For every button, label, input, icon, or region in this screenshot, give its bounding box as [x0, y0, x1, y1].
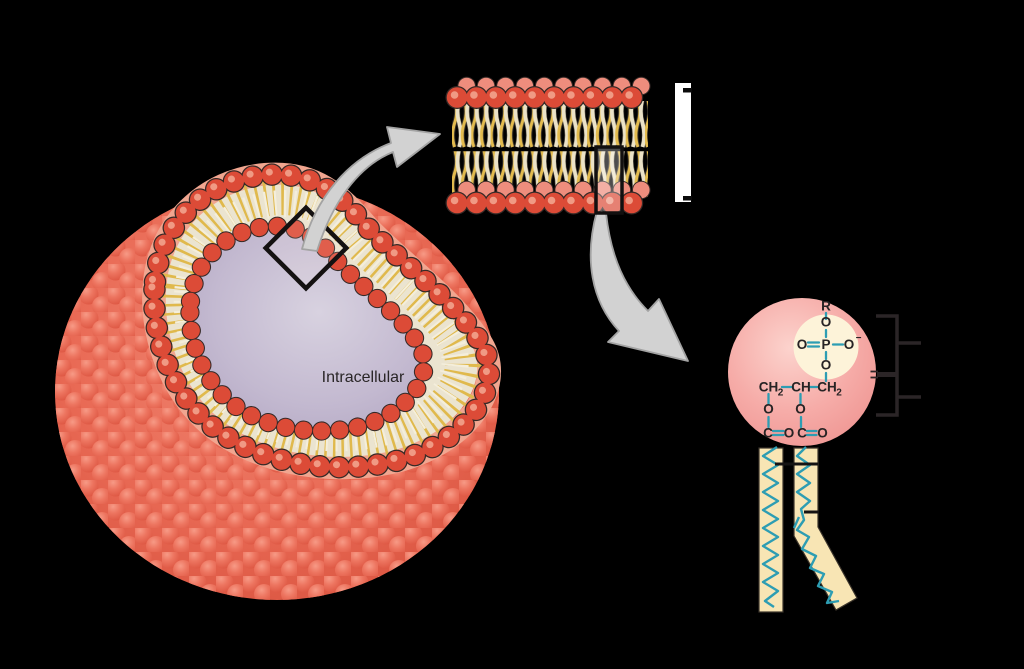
- unsaturated-tail-bar: [793, 447, 858, 611]
- atom-o-minus-charge: −: [856, 333, 862, 344]
- phosphate-group-circle: [793, 314, 859, 380]
- atom-o-below-p: O: [821, 358, 832, 373]
- phospholipid-molecule-illustration: R O O P O − O CH 2 CH CH 2 O O C O C O: [728, 298, 921, 613]
- atom-o-ester-left: O: [763, 402, 774, 417]
- bilayer-bracket-bar: [675, 83, 691, 202]
- zoom-arrow-liposome-to-bilayer: [301, 126, 441, 252]
- atom-o-minus: O: [844, 337, 855, 352]
- bilayer-inset-illustration: [445, 76, 692, 215]
- zoom-arrow-bilayer-to-phospholipid: [589, 210, 689, 362]
- atom-ch2-right: CH: [817, 380, 837, 395]
- head-group-bracket: [870, 314, 921, 417]
- atom-o-carbonyl-right: O: [817, 426, 828, 441]
- atom-ch2-left-sub: 2: [778, 388, 784, 399]
- chemical-bonds: [767, 311, 845, 437]
- atom-ch2-right-sub: 2: [836, 388, 842, 399]
- phospholipid-sample-box: [594, 145, 624, 215]
- bilayer-bracket-tick-bottom: [683, 196, 692, 201]
- unsaturated-tail-zigzag: [795, 446, 840, 605]
- saturated-tail-zigzag: [761, 445, 780, 608]
- atom-o-carbonyl-left: O: [784, 426, 795, 441]
- atom-p: P: [821, 337, 830, 352]
- atom-ch-center: CH: [791, 380, 811, 395]
- atom-r: R: [821, 299, 831, 314]
- atom-o-ester-right: O: [795, 402, 806, 417]
- atom-o-double: O: [797, 337, 808, 352]
- liposome-illustration: Intracellular: [55, 172, 499, 600]
- atom-c-left: C: [763, 426, 773, 441]
- atom-ch2-left: CH: [759, 380, 779, 395]
- bilayer-top-tails: [452, 101, 648, 148]
- atom-c-right: C: [797, 426, 807, 441]
- chemical-atoms: R O O P O − O CH 2 CH CH 2 O O C O C O: [759, 299, 862, 441]
- cis-double-bond: [792, 516, 801, 529]
- intracellular-label: Intracellular: [322, 369, 405, 386]
- atom-o-top: O: [821, 315, 832, 330]
- fatty-acid-tails: [758, 445, 858, 613]
- bilayer-bracket-tick-top: [683, 88, 692, 93]
- bilayer-bracket: [675, 83, 692, 202]
